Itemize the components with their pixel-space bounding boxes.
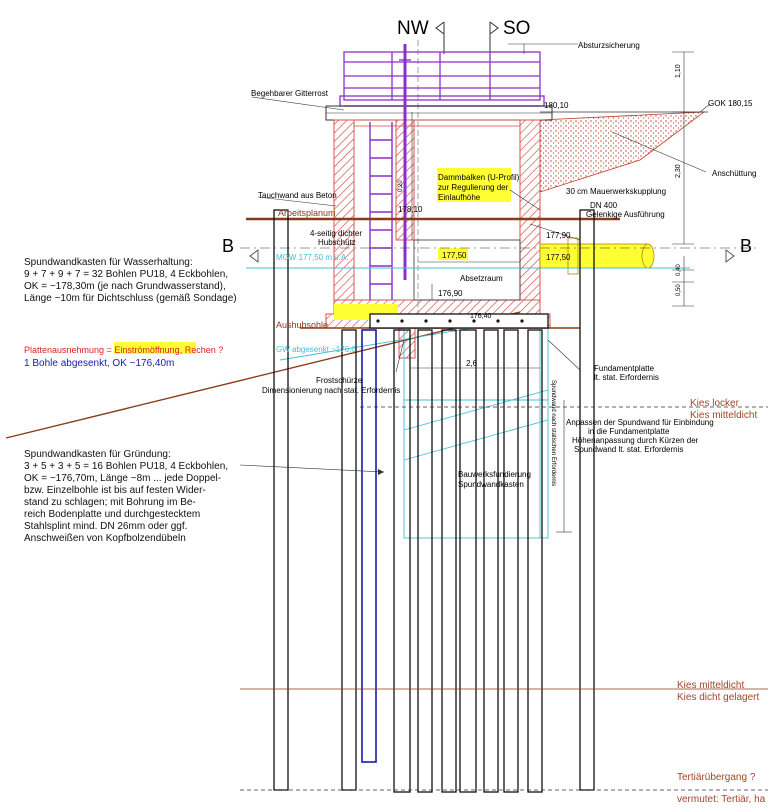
label-anpassen-2: in die Fundamentplatte xyxy=(588,427,670,436)
label-absturz: Absturzsicherung xyxy=(578,41,640,50)
label-vertical: Spundwand nach statischen Erfordernis xyxy=(550,380,556,486)
note-line: bzw. Einzelbohle ist bis auf festen Wide… xyxy=(24,485,206,496)
label-fundamentplatte-1: Fundamentplatte xyxy=(594,364,655,373)
label-elev-17750: 177,50 xyxy=(442,251,467,260)
note-line: OK = ~176,70m, Länge ~8m ... jede Doppel… xyxy=(24,473,222,484)
label-hubschuetz-2: Hubschütz xyxy=(318,238,356,247)
note-line: reich Bodenplatte und durchgestecktem xyxy=(24,509,201,520)
label-hubschuetz-1: 4-seitig dichter xyxy=(310,229,362,238)
label-dammbalken-1: Dammbalken (U-Profil) xyxy=(438,173,520,182)
compass-nw: NW xyxy=(397,18,429,39)
label-dimensionierung: Dimensionierung nach stat. Erfordernis xyxy=(262,386,400,395)
section-mark-right: B xyxy=(740,236,752,256)
label-elev-top: 180,10 xyxy=(544,101,569,110)
note-line: Spundwandkasten für Gründung: xyxy=(24,449,171,460)
note-gruendung: Spundwandkasten für Gründung: 3 + 5 + 3 … xyxy=(24,449,228,545)
label-anschuettung: Anschüttung xyxy=(712,169,756,178)
label-dim-26: 2,6 xyxy=(466,359,478,368)
label-dim-040: 0,40 xyxy=(676,264,682,276)
label-elev-17690: 176,90 xyxy=(438,289,463,298)
railing-absturzsicherung xyxy=(339,51,545,107)
label-gok: GOK 180,15 xyxy=(708,99,753,108)
soil-kies-dicht: Kies dicht gelagert xyxy=(677,692,759,703)
diagonal-brown-line xyxy=(5,311,521,439)
label-arbeitsplanum: Arbeitsplanum xyxy=(278,208,336,218)
soil-vermutet: vermutet: Tertiär, ha xyxy=(677,794,766,805)
label-bauwerk-2: Spundwandkasten xyxy=(458,480,524,489)
highlight-17750 xyxy=(438,248,468,260)
label-bauwerk-1: Bauwerksfundierung xyxy=(458,470,531,479)
label-dn400: DN 400 xyxy=(590,201,618,210)
label-gelenkig: Gelenkige Ausführung xyxy=(586,210,665,219)
label-gw-abgesenkt: GW abgesenkt ~176,0 xyxy=(276,345,356,354)
soil-tertiaer: Tertiärübergang ? xyxy=(677,772,756,783)
note-line: Länge ~10m für Dichtschluss (gemäß Sonda… xyxy=(24,293,237,304)
label-dammbalken-2: zur Regulierung der xyxy=(438,183,509,192)
note-line: Anschweißen von Kopfbolzendübeln xyxy=(24,533,186,544)
fundamentplatte xyxy=(369,313,549,329)
label-mauerwerk: 30 cm Mauerwerkskupplung xyxy=(566,187,666,196)
note-line: 9 + 7 + 9 + 7 = 32 Bohlen PU18, 4 Eckboh… xyxy=(24,269,229,280)
label-tauchwand: Tauchwand aus Beton xyxy=(258,191,337,200)
leader-lines xyxy=(239,43,711,473)
label-dim-050: 0,50 xyxy=(676,284,682,296)
note-plattenausnehmung: Plattenausnehmung = Einströmöffnung, Rec… xyxy=(24,345,224,355)
note-wasserhaltung: Spundwandkasten für Wasserhaltung: 9 + 7… xyxy=(24,257,237,305)
compass-arrows: NW SO xyxy=(397,18,530,54)
note-line: Spundwandkasten für Wasserhaltung: xyxy=(24,257,193,268)
label-elev-17750b: 177,50 xyxy=(546,253,571,262)
label-anpassen-4: Spundwand lt. stat. Erfordernis xyxy=(574,445,683,454)
label-frostschuerze: Frostschürze xyxy=(316,376,363,385)
highlight-dammbalken xyxy=(437,168,511,202)
label-mgw: MGW 177,50 m ü.A. xyxy=(276,253,348,262)
label-gitterrost: Begehbarer Gitterrost xyxy=(251,89,329,98)
label-anpassen-3: Höhenanpassung durch Kürzen der xyxy=(572,436,699,445)
sheet-piles xyxy=(273,209,595,793)
label-aushubsohle: Aushubsohle xyxy=(276,320,328,330)
label-absetzraum: Absetzraum xyxy=(460,274,503,283)
label-elev-17810: 178,10 xyxy=(398,205,423,214)
note-line: 3 + 5 + 3 + 5 = 16 Bohlen PU18, 4 Eckboh… xyxy=(24,461,229,472)
label-elev-17640: 176,40 xyxy=(470,313,492,320)
label-fundamentplatte-2: lt. stat. Erfordernis xyxy=(594,373,659,382)
ladder xyxy=(369,44,411,300)
label-dim-110: 1,10 xyxy=(675,64,682,78)
note-line: OK = ~178,30m (je nach Grundwasserstand)… xyxy=(24,281,226,292)
note-line: stand zu schlagen; mit Bohrung im Be- xyxy=(24,497,196,508)
label-dim-020: 0,20 xyxy=(398,180,404,192)
label-elev-17790: 177,90 xyxy=(546,231,571,240)
label-dammbalken-3: Einlaufhöhe xyxy=(438,193,481,202)
note-bohle: 1 Bohle abgesenkt, OK ~176,40m xyxy=(24,358,175,369)
anschuettung-fill xyxy=(539,111,706,193)
soil-kies-mitteldicht-2: Kies mitteldicht xyxy=(677,680,744,691)
compass-so: SO xyxy=(503,18,530,39)
soil-kies-locker: Kies locker xyxy=(690,398,740,409)
note-line: Stahlsplint mind. DN 26mm oder ggf. xyxy=(24,521,188,532)
dimension-lines xyxy=(410,51,694,533)
label-anpassen-1: Anpassen der Spundwand für Einbindung xyxy=(566,418,714,427)
soil-kies-mitteldicht: Kies mitteldicht xyxy=(690,410,757,421)
pile-abgesenkt xyxy=(361,329,377,763)
highlight-einstroemoeffnung xyxy=(114,342,196,354)
section-mark-left: B xyxy=(222,236,234,256)
label-dim-230: 2,30 xyxy=(675,164,682,178)
